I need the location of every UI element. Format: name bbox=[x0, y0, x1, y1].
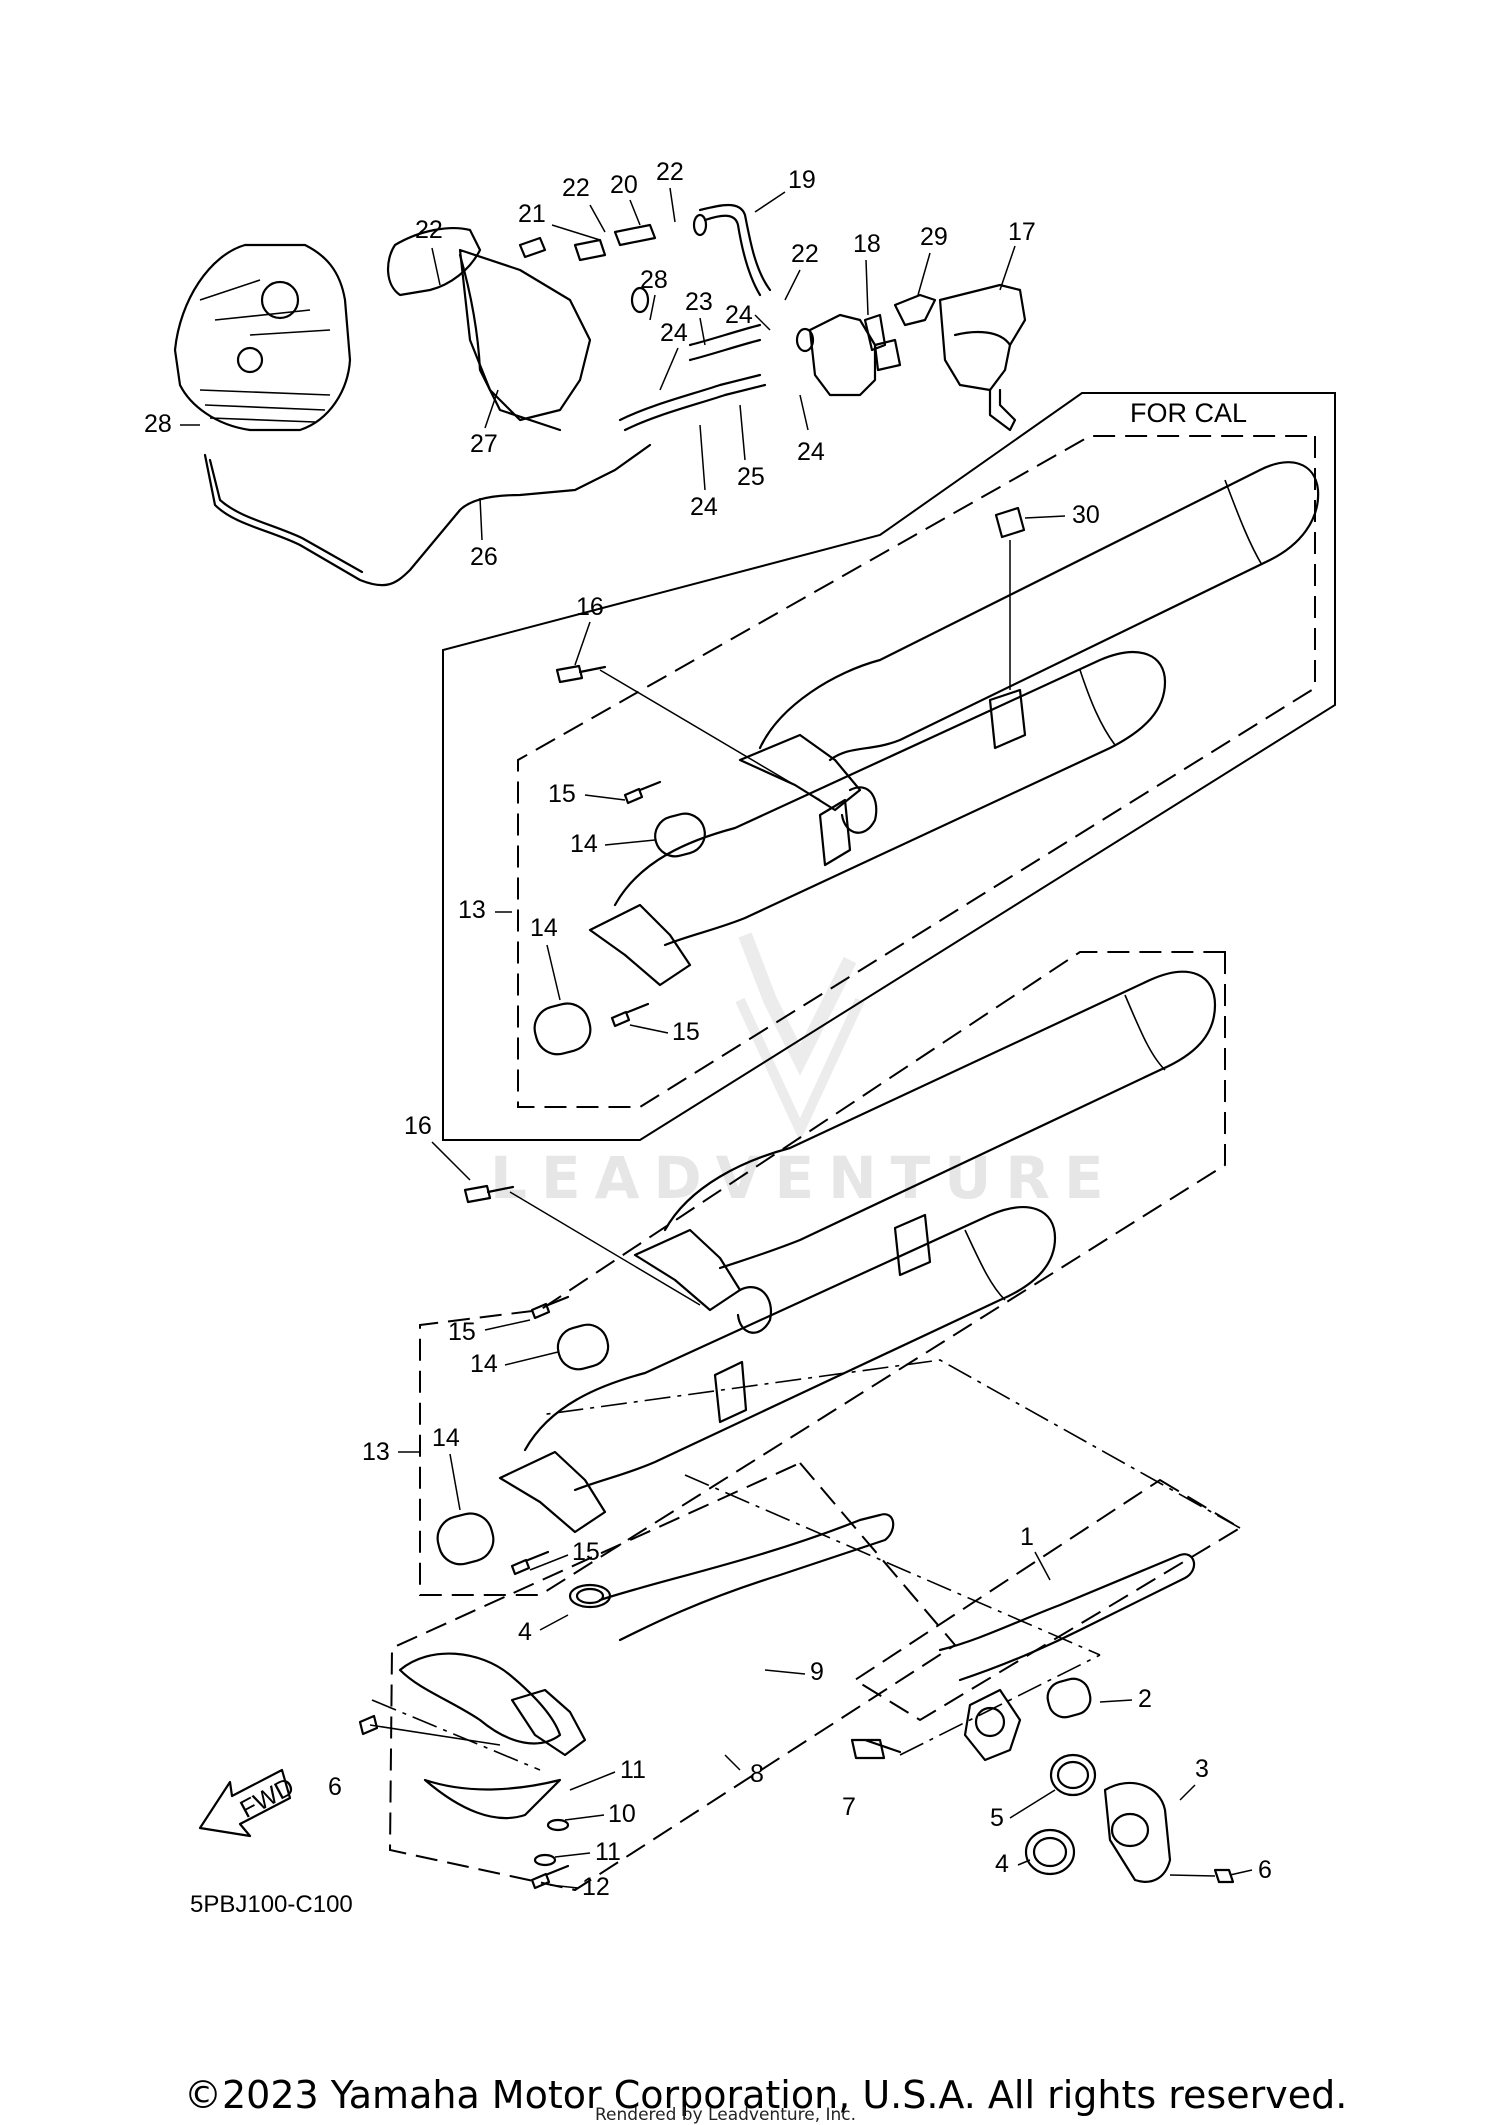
callout-14-a: 14 bbox=[570, 830, 598, 858]
callout-15-b: 15 bbox=[672, 1018, 700, 1046]
watermark-logo bbox=[735, 932, 865, 1142]
callout-13-lower: 13 bbox=[362, 1438, 390, 1466]
callout-14-d: 14 bbox=[432, 1424, 460, 1452]
callout-29: 29 bbox=[920, 223, 948, 251]
callout-28-left: 28 bbox=[144, 410, 172, 438]
callout-24-c: 24 bbox=[797, 438, 825, 466]
reed-valve bbox=[795, 313, 902, 397]
callout-12: 12 bbox=[582, 1873, 610, 1901]
callout-3: 3 bbox=[1195, 1755, 1209, 1783]
callout-15-c: 15 bbox=[448, 1318, 476, 1346]
callout-16-lower: 16 bbox=[404, 1112, 432, 1140]
std-muffler-assembly bbox=[419, 951, 1226, 1596]
callout-1: 1 bbox=[1020, 1523, 1034, 1551]
callout-15-d: 15 bbox=[572, 1538, 600, 1566]
callout-22-c: 22 bbox=[656, 158, 684, 186]
callout-2: 2 bbox=[1138, 1685, 1152, 1713]
exhaust-pipe-1-group bbox=[850, 1478, 1242, 1884]
callout-8: 8 bbox=[750, 1760, 764, 1788]
callout-24-b: 24 bbox=[660, 319, 688, 347]
callout-20: 20 bbox=[610, 171, 638, 199]
callout-30: 30 bbox=[1072, 501, 1100, 529]
callout-15-a: 15 bbox=[548, 780, 576, 808]
copyright-notice: ©2023 Yamaha Motor Corporation, U.S.A. A… bbox=[184, 2073, 1347, 2117]
fwd-label: FWD bbox=[236, 1772, 299, 1823]
for-cal-label: FOR CAL bbox=[1130, 398, 1247, 428]
callout-25: 25 bbox=[737, 463, 765, 491]
callout-26: 26 bbox=[470, 543, 498, 571]
callout-23: 23 bbox=[685, 288, 713, 316]
callout-13-upper: 13 bbox=[458, 896, 486, 924]
callout-4-upper: 4 bbox=[518, 1618, 532, 1646]
rendered-by-notice: Rendered by Leadventure, Inc. bbox=[595, 2105, 856, 2125]
callout-28-right: 28 bbox=[640, 266, 668, 294]
callout-9: 9 bbox=[810, 1658, 824, 1686]
callout-6-right: 6 bbox=[1258, 1856, 1272, 1884]
exhaust-pipe-2-group bbox=[358, 1461, 957, 1892]
callout-19: 19 bbox=[788, 166, 816, 194]
callout-24-d: 24 bbox=[690, 493, 718, 521]
callout-27: 27 bbox=[470, 430, 498, 458]
callout-21: 21 bbox=[518, 200, 546, 228]
callout-14-c: 14 bbox=[470, 1350, 498, 1378]
callout-17: 17 bbox=[1008, 218, 1036, 246]
watermark: LEADVENTURE bbox=[490, 1144, 1118, 1212]
ais-hoses bbox=[203, 203, 772, 587]
callout-11-lower: 11 bbox=[595, 1838, 621, 1866]
callout-16-upper: 16 bbox=[576, 593, 604, 621]
cal-muffler-assembly bbox=[517, 435, 1320, 1108]
air-filter-box bbox=[893, 283, 1027, 432]
connection-lines bbox=[371, 1359, 1241, 1771]
callouts: 1 2 3 4 4 5 6 6 7 8 9 10 11 11 12 13 13 … bbox=[144, 158, 1272, 1901]
callout-7: 7 bbox=[842, 1793, 856, 1821]
diagram-code: 5PBJ100-C100 bbox=[190, 1891, 353, 1918]
callout-10: 10 bbox=[608, 1800, 636, 1828]
callout-4-lower: 4 bbox=[995, 1850, 1009, 1878]
callout-22-a: 22 bbox=[415, 216, 443, 244]
callout-11-upper: 11 bbox=[620, 1756, 646, 1784]
callout-22-d: 22 bbox=[791, 240, 819, 268]
callout-14-b: 14 bbox=[530, 914, 558, 942]
engine-head bbox=[173, 243, 352, 432]
callout-18: 18 bbox=[853, 230, 881, 258]
callout-24-a: 24 bbox=[725, 301, 753, 329]
callout-5: 5 bbox=[990, 1804, 1004, 1832]
fwd-arrow-icon: FWD bbox=[198, 1768, 299, 1838]
callout-6-left: 6 bbox=[328, 1773, 342, 1801]
callout-22-b: 22 bbox=[562, 174, 590, 202]
for-cal-boundary: FOR CAL bbox=[442, 392, 1336, 1141]
